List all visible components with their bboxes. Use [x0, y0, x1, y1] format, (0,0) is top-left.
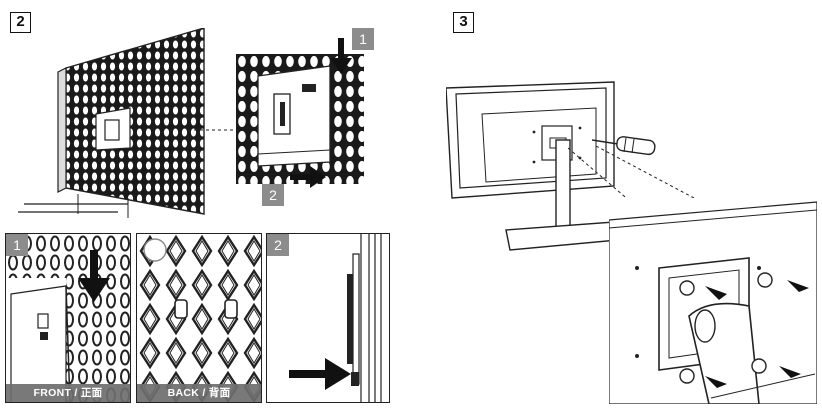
arrow-right-icon: [289, 358, 351, 390]
screwdriver-icon: [592, 136, 656, 156]
detail-panel-side: 2: [266, 233, 390, 403]
monitor-back-perforated-illustration: [18, 28, 205, 218]
step-2-number: 2: [10, 12, 31, 33]
detail-tag-1: 1: [6, 234, 28, 256]
stand-mount-zoom-illustration: [609, 201, 817, 404]
arrow-down-icon: [330, 38, 352, 74]
dashed-connector-lines: [568, 146, 695, 209]
bracket-mount-zoom-illustration: [236, 54, 364, 184]
step-3-number: 3: [453, 12, 474, 33]
front-perforated-panel-illustration: [6, 234, 130, 402]
stand-mount-zoom-panel: [609, 198, 817, 404]
arrow-down-icon: [78, 250, 110, 302]
back-hook-slots-illustration: [137, 234, 261, 402]
callout-tag-1-insert-down: 1: [352, 28, 374, 50]
caption-back: BACK / 背面: [137, 384, 261, 402]
caption-front: FRONT / 正面: [6, 384, 130, 402]
monitor-on-stand-illustration: [446, 81, 619, 251]
arrow-right-icon: [290, 166, 326, 188]
side-profile-illustration: [347, 234, 382, 402]
dashed-connector-line: [188, 129, 240, 131]
detail-panel-back: BACK / 背面: [136, 233, 262, 403]
callout-tag-2-slide-right: 2: [262, 184, 284, 206]
detail-panel-front: 1 FRONT / 正面: [5, 233, 131, 403]
detail-tag-2: 2: [267, 234, 289, 256]
